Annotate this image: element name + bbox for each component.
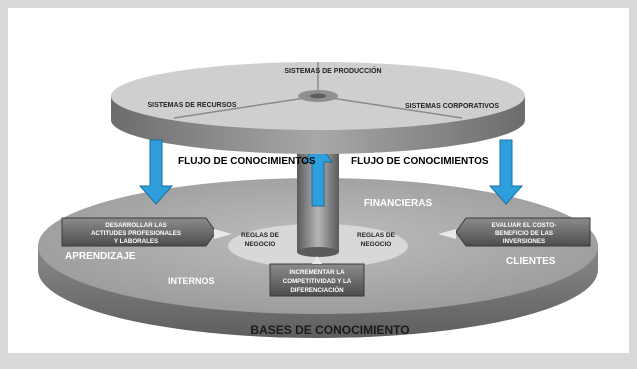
box-evaluar: EVALUAR EL COSTO- BENEFICIO DE LAS INVER…	[455, 217, 591, 247]
label-aprendizaje: APRENDIZAJE	[65, 251, 136, 262]
arrow-center-up	[312, 256, 322, 264]
box-left-line-3: Y LABORALES	[114, 238, 158, 245]
label-internos: INTERNOS	[168, 276, 215, 286]
box-left-line-2: ACTITUDES PROFESIONALES	[91, 230, 181, 237]
flow-label-left: FLUJO DE CONOCIMIENTOS	[178, 156, 316, 167]
rules-right-line-1: REGLAS DE	[357, 232, 396, 239]
diagram-frame: SISTEMAS DE PRODUCCIÓN SISTEMAS DE RECUR…	[8, 8, 629, 353]
up-arrow	[303, 141, 333, 207]
flow-label-right: FLUJO DE CONOCIMIENTOS	[351, 156, 489, 167]
box-center-line-1: INCREMENTAR LA	[289, 269, 345, 276]
arrow-right-to-rules	[438, 229, 456, 239]
rules-left-line-2: NEGOCIO	[245, 241, 276, 248]
box-desarrollar: DESARROLLAR LAS ACTITUDES PROFESIONALES …	[61, 217, 217, 247]
label-resources: SISTEMAS DE RECURSOS	[147, 102, 236, 109]
box-left-line-1: DESARROLLAR LAS	[105, 222, 167, 229]
top-disc	[111, 62, 525, 154]
box-right-line-1: EVALUAR EL COSTO-	[492, 222, 557, 229]
label-production: SISTEMAS DE PRODUCCIÓN	[284, 66, 381, 75]
right-down-arrow	[488, 139, 524, 205]
rules-right-line-2: NEGOCIO	[361, 241, 392, 248]
knowledge-diagram: SISTEMAS DE PRODUCCIÓN SISTEMAS DE RECUR…	[38, 62, 598, 338]
arrow-left-to-rules	[214, 229, 232, 239]
left-down-arrow	[138, 139, 174, 205]
label-clientes: CLIENTES	[506, 256, 556, 267]
box-center-line-3: DIFERENCIACIÓN	[290, 286, 344, 294]
box-right-line-3: INVERSIONES	[503, 238, 545, 245]
box-right-line-2: BENEFICIO DE LAS	[495, 230, 553, 237]
label-corporate: SISTEMAS CORPORATIVOS	[405, 103, 499, 110]
label-financieras: FINANCIERAS	[364, 198, 433, 209]
box-center-line-2: COMPETITIVIDAD Y LA	[283, 278, 352, 285]
label-bases-conocimiento: BASES DE CONOCIMIENTO	[250, 323, 409, 337]
rules-left-line-1: REGLAS DE	[241, 232, 280, 239]
box-incrementar: INCREMENTAR LA COMPETITIVIDAD Y LA DIFER…	[269, 263, 365, 297]
